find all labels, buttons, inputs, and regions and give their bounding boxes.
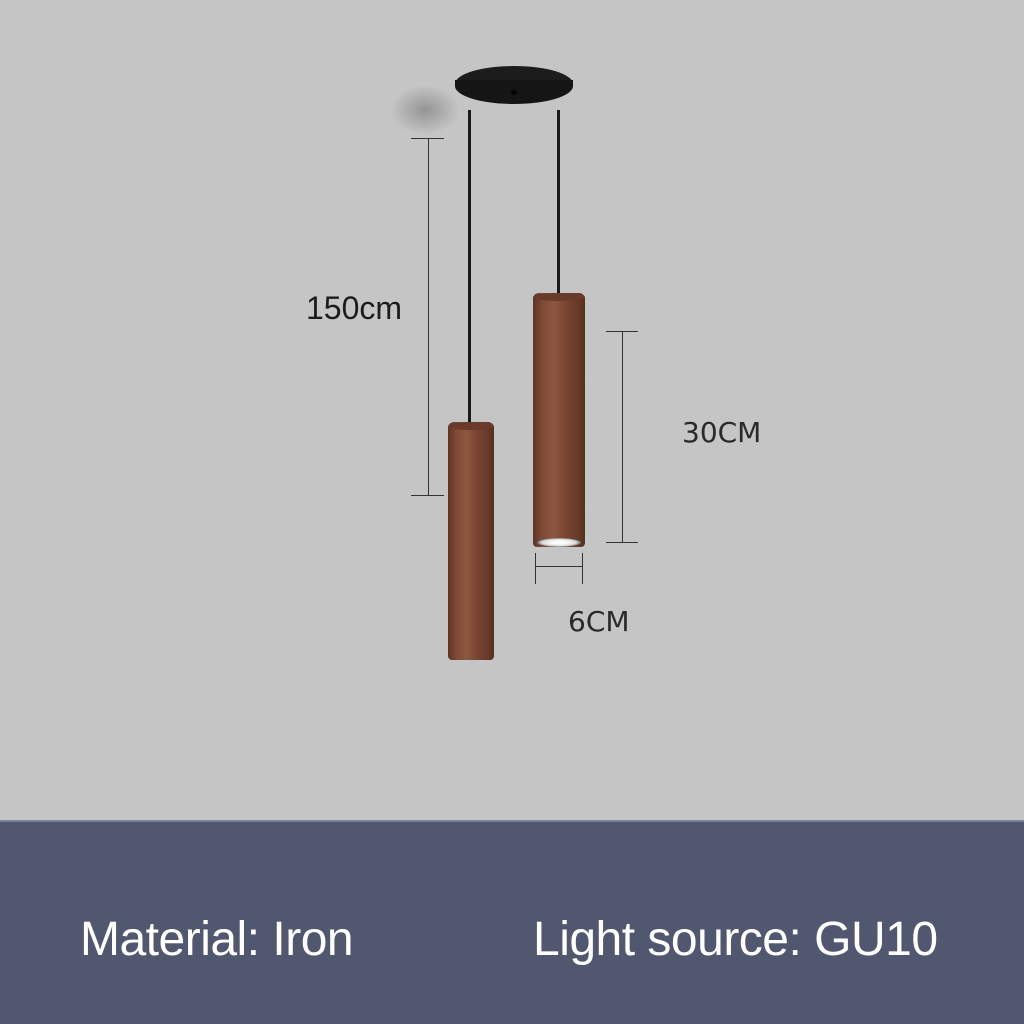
shade-height-tick-bottom (606, 542, 638, 543)
shade-height-label: 30CM (682, 416, 762, 449)
cord-length-dimension-line (428, 138, 429, 496)
material-spec: Material: Iron (80, 913, 354, 966)
right-cord (557, 110, 560, 298)
shade-height-tick-top (606, 331, 638, 332)
shade-diameter-dimension-line (535, 566, 583, 567)
product-photo: 150cm 30CM 6CM (306, 66, 762, 660)
shade-diameter-label: 6CM (568, 605, 630, 638)
right-pendant-shade (533, 293, 585, 547)
left-shade-top (448, 422, 494, 430)
shade-diameter-tick-left (535, 553, 536, 584)
canopy-screw (511, 90, 517, 95)
left-cord (468, 110, 471, 424)
light-source-spec: Light source: GU10 (533, 913, 938, 966)
shade-diameter-tick-right (582, 553, 583, 584)
light-lens (537, 538, 581, 547)
spec-banner: Material: Iron Light source: GU10 (0, 820, 1024, 1024)
left-pendant-shade (448, 422, 494, 660)
cord-length-tick-bottom (411, 495, 444, 496)
cord-length-tick-top (411, 138, 444, 139)
right-shade-top (533, 293, 585, 301)
ceiling-canopy (455, 66, 573, 118)
canopy-shadow (390, 85, 460, 135)
cord-length-label: 150cm (306, 290, 403, 326)
shade-height-dimension-line (622, 331, 623, 543)
